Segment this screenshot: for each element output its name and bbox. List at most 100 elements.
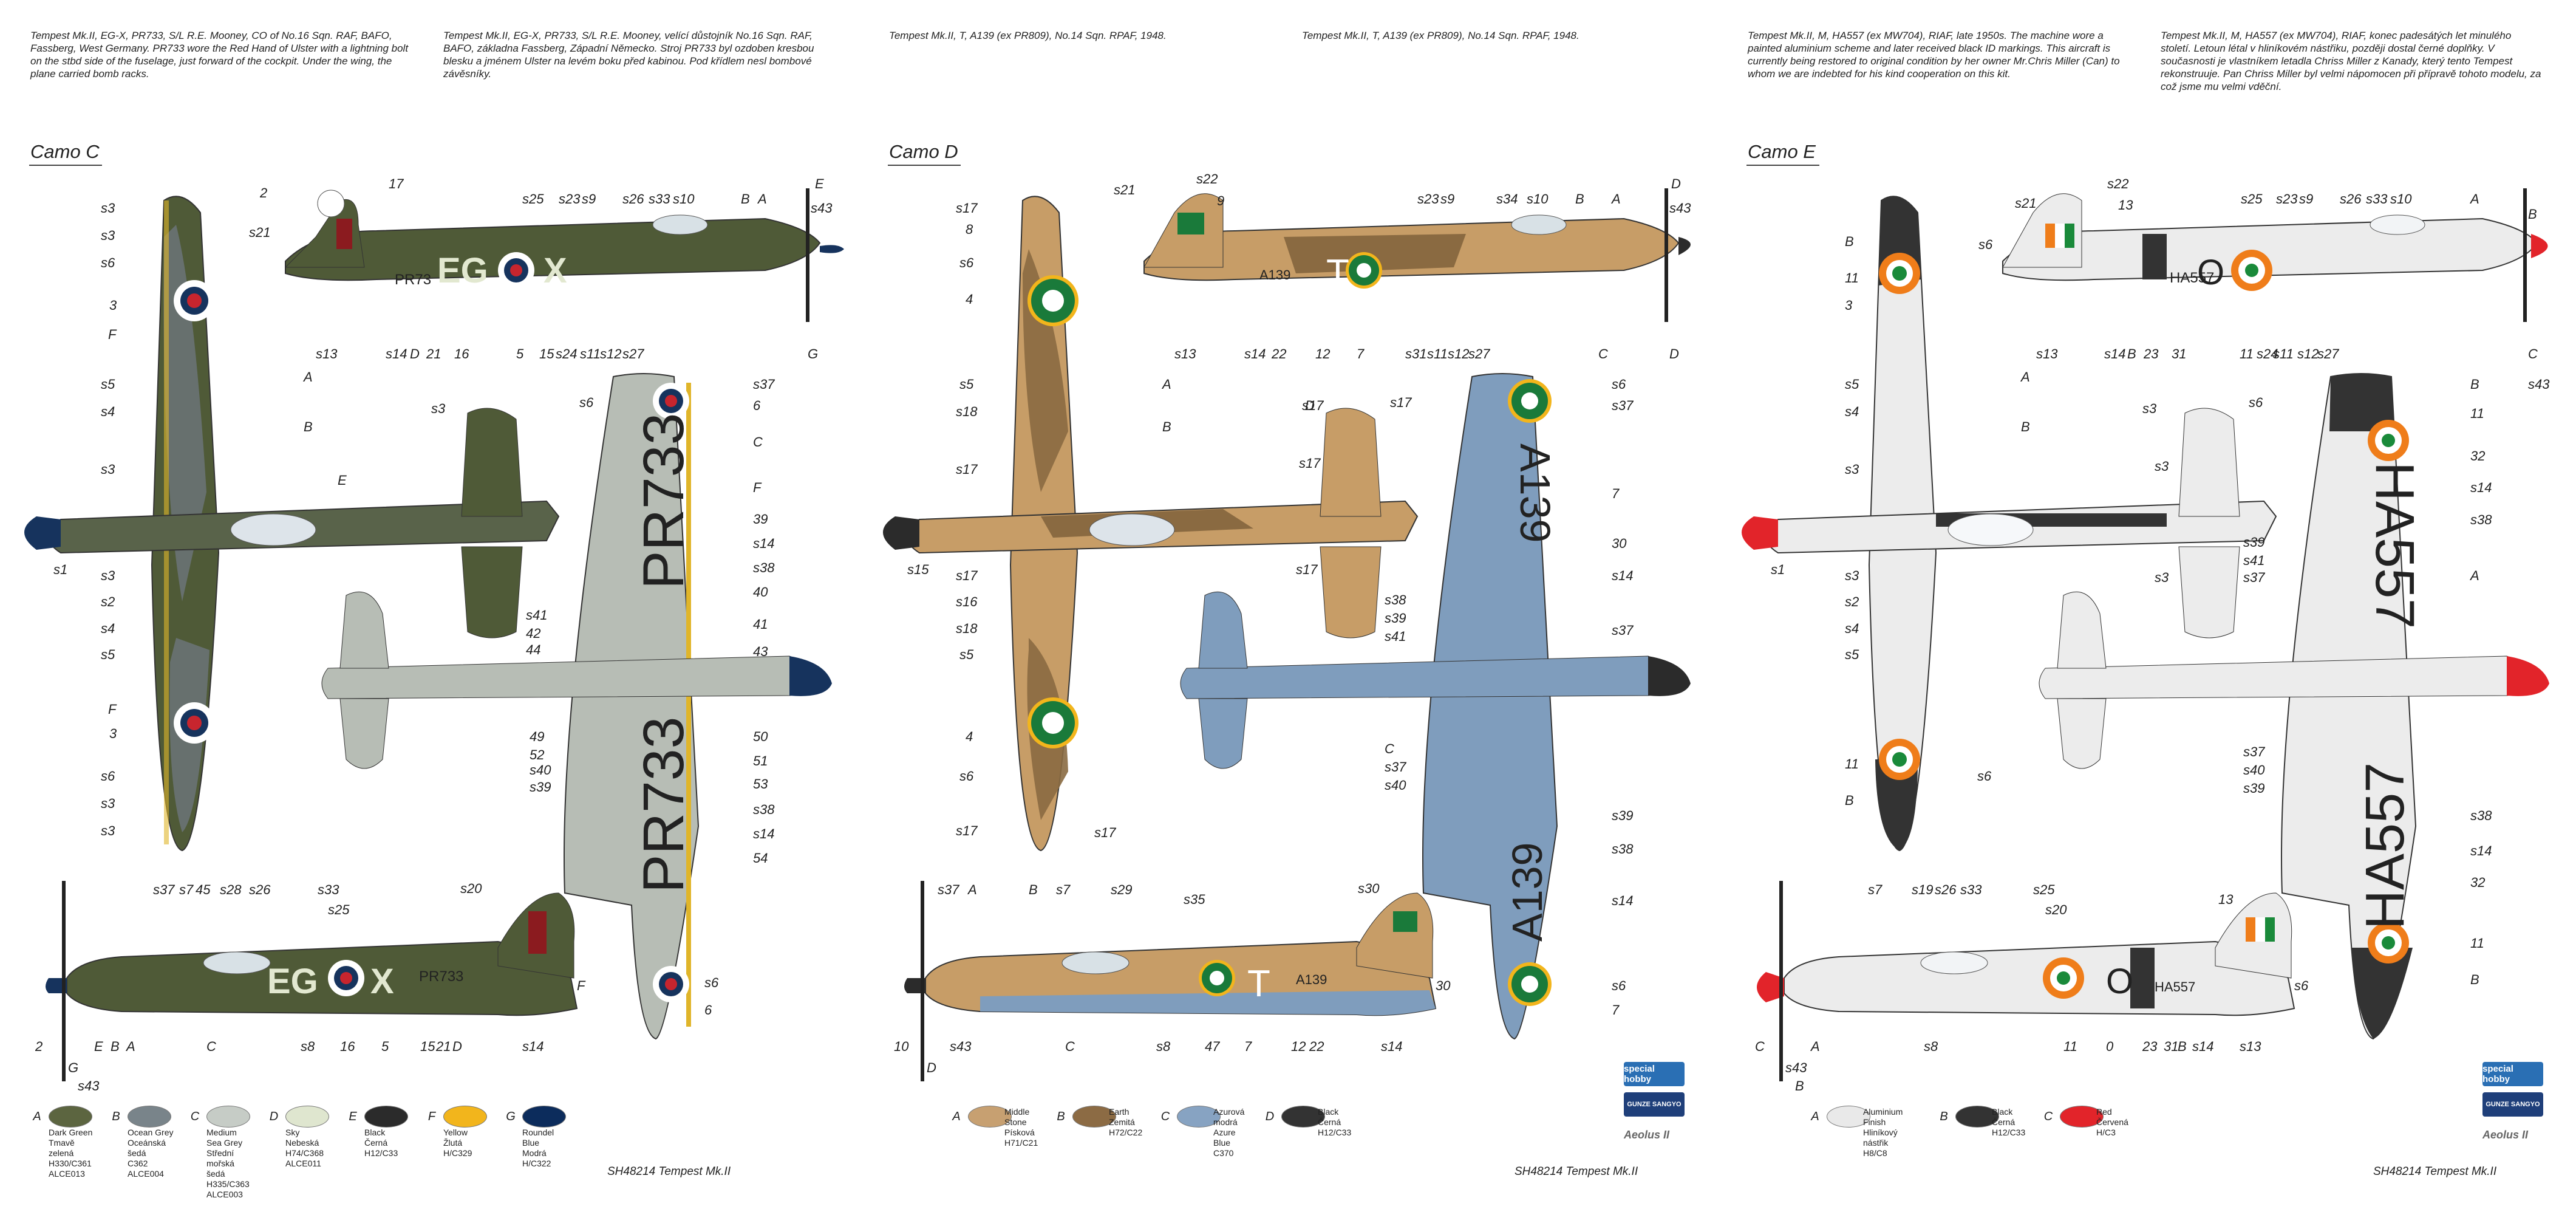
callout: s17 (956, 200, 978, 216)
callout: s17 (1302, 398, 1324, 413)
callout: s6 (2294, 978, 2309, 993)
callout: s25 (2241, 191, 2263, 207)
callout: 50 (753, 729, 768, 744)
callout: 21 (436, 1039, 451, 1054)
paint-chip (2060, 1106, 2104, 1128)
callout: s13 (316, 346, 338, 361)
callout: 7 (1612, 486, 1620, 501)
callout: 13 (2218, 892, 2234, 907)
callout: s5 (101, 377, 115, 392)
paint-chip (49, 1106, 92, 1128)
callout: s26 (622, 191, 644, 207)
callout: C (1385, 741, 1394, 756)
callout: s38 (753, 802, 775, 817)
callout: C (1598, 346, 1608, 361)
callout: B (2470, 972, 2479, 987)
callout: 30 (1612, 536, 1627, 551)
callout: s8 (301, 1039, 315, 1054)
special-hobby-logo: special hobby (2482, 1062, 2543, 1086)
callout: s12 (1448, 346, 1470, 361)
callout: C (1755, 1039, 1765, 1054)
paint-description: Black Černá H12/C33 (1992, 1107, 2026, 1137)
paint-chip (522, 1106, 566, 1128)
gunze-sangyo-logo: GUNZE SANGYO (2482, 1092, 2543, 1117)
callout: s16 (956, 594, 978, 609)
callout: A (304, 369, 313, 385)
callout: D (1671, 176, 1681, 191)
paint-description: Sky Nebeská H74/C368 ALCE011 (285, 1128, 324, 1168)
paint-chip (1177, 1106, 1221, 1128)
callout: s5 (1845, 647, 1859, 662)
paint-description: Dark Green Tmavě zelená H330/C361 ALCE01… (49, 1128, 93, 1179)
sheet-footer: SH48214 Tempest Mk.II (2373, 1165, 2497, 1178)
paint-description: Ocean Grey Oceánská šedá C362 ALCE004 (128, 1128, 174, 1179)
paint-code: D (1265, 1109, 1275, 1123)
callout: B (2178, 1039, 2187, 1054)
callout: s18 (956, 621, 978, 636)
callout: s6 (704, 975, 719, 990)
callout: 7 (1357, 346, 1365, 361)
callout: D (927, 1060, 936, 1075)
callout: A (1162, 377, 1171, 392)
paint-code: B (1057, 1109, 1065, 1123)
callout: s38 (1385, 592, 1406, 608)
svg-text:A139: A139 (1511, 443, 1559, 542)
callout: s6 (959, 768, 974, 784)
side-profile-bottom: EG X PR733 (46, 881, 578, 1081)
callout: s14 (2192, 1039, 2214, 1054)
callout: 16 (340, 1039, 355, 1054)
callout: C (206, 1039, 216, 1054)
callout: s37 (1385, 759, 1406, 775)
callout: s40 (530, 762, 551, 778)
paint-chip (968, 1106, 1012, 1128)
callout: 47 (1205, 1039, 1220, 1054)
callout: s14 (1244, 346, 1266, 361)
callout: F (753, 480, 762, 495)
callout: B (111, 1039, 120, 1054)
paint-chip (1827, 1106, 1870, 1128)
callout: s23 (559, 191, 581, 207)
paint-chip (1281, 1106, 1325, 1128)
callout: 10 (894, 1039, 909, 1054)
callout: s20 (460, 881, 482, 896)
callout: s14 (753, 536, 775, 551)
callout: s30 (1358, 881, 1380, 896)
callout: 32 (2470, 448, 2486, 464)
callout: A (758, 191, 767, 207)
paint-code: C (2043, 1109, 2053, 1123)
callout: 3 (109, 726, 117, 741)
callout: s43 (1785, 1060, 1807, 1075)
callout: s7 (1056, 882, 1071, 897)
callout: s9 (582, 191, 596, 207)
callout: 15 (539, 346, 554, 361)
callout: s6 (1977, 768, 1992, 784)
callout: 11 (1845, 756, 1859, 772)
callout: s43 (811, 200, 833, 216)
profile-sheet-camo-c: Tempest Mk.II, EG-X, PR733, S/L R.E. Moo… (0, 0, 859, 1215)
callout: s1 (1771, 562, 1785, 577)
callout: s33 (318, 882, 339, 897)
callout: s41 (526, 608, 548, 623)
svg-text:X: X (370, 962, 394, 1001)
callout: 16 (454, 346, 469, 361)
svg-text:A139: A139 (1259, 267, 1290, 282)
caption-czech: Tempest Mk.II, EG-X, PR733, S/L R.E. Moo… (443, 30, 814, 80)
callout: s25 (522, 191, 544, 207)
callout: s21 (2015, 196, 2037, 211)
callout: s38 (1612, 841, 1634, 857)
callout: 8 (966, 222, 973, 237)
callout: s7 (1868, 882, 1883, 897)
callout: A (1811, 1039, 1820, 1054)
callout: s3 (1845, 568, 1859, 583)
callout: s40 (1385, 778, 1406, 793)
callout: s3 (2155, 459, 2169, 474)
callout: s3 (2155, 570, 2169, 585)
callout: s23 (2276, 191, 2298, 207)
